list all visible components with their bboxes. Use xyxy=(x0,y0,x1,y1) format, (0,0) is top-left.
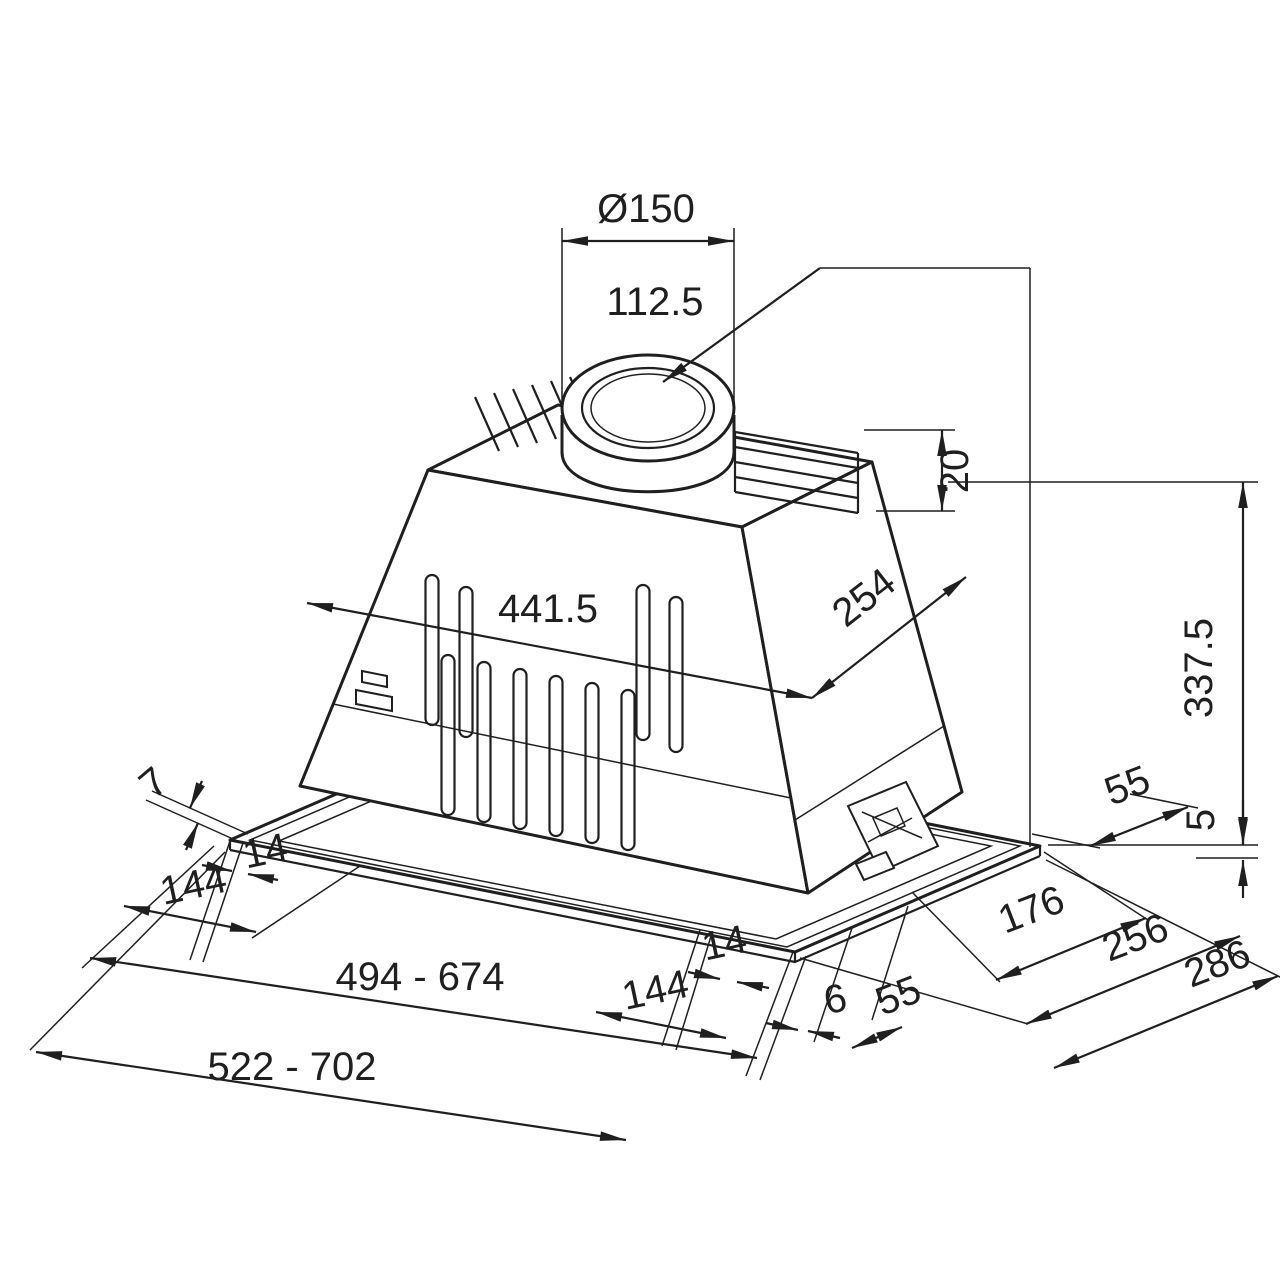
dim-body-depth-line xyxy=(811,576,967,699)
junction-box xyxy=(846,780,940,874)
dim-label-overall-width: 522 - 702 xyxy=(207,1045,376,1089)
dim-label-left-lip: 7 xyxy=(131,759,176,807)
dim-duct-offset-leader xyxy=(662,267,821,383)
junction-box-plate xyxy=(872,807,906,837)
dim-right-offset-line xyxy=(1089,805,1189,848)
dim-label-depth-total: 286 xyxy=(1178,931,1256,996)
dim-label-right-offset: 55 xyxy=(1099,757,1156,814)
dim-overall-width-line xyxy=(35,1050,627,1142)
dim-label-cutout-width: 494 - 674 xyxy=(335,955,504,999)
dim-label-front-gap: 6 xyxy=(820,975,851,1023)
dim-left-inset-small-arrow-left xyxy=(201,861,233,873)
dim-label-front-inset: 144 xyxy=(618,962,692,1019)
dim-label-filter-width: 441.5 xyxy=(498,587,598,631)
duct-collar xyxy=(560,353,736,494)
dim-depth-total-line xyxy=(1053,974,1279,1070)
dim-front-gap-arrow-left xyxy=(765,1019,799,1032)
dim-left-inset-small-arrow-right xyxy=(247,872,279,884)
dim-label-total-height: 337.5 xyxy=(1177,618,1221,718)
dim-front-inset-line xyxy=(595,1010,727,1040)
dim-label-front-offset: 55 xyxy=(870,967,927,1024)
dim-label-left-inset-small: 14 xyxy=(239,825,292,877)
junction-box-cross xyxy=(861,811,923,843)
dim-front-inset-small-arrow-left xyxy=(687,968,721,981)
dim-label-left-inset: 144 xyxy=(156,857,230,914)
dim-front-offset-line xyxy=(851,1025,903,1050)
dim-label-duct-diameter: Ø150 xyxy=(597,187,695,231)
louvers-right xyxy=(733,430,860,515)
flange-bottom-edge xyxy=(229,848,1041,964)
dim-label-front-inset-small: 14 xyxy=(698,917,751,969)
dim-left-inset-line xyxy=(123,904,257,934)
dim-label-depth-front: 176 xyxy=(992,877,1070,942)
dim-front-gap-arrow-right xyxy=(807,1029,841,1042)
dim-label-duct-offset: 112.5 xyxy=(606,280,703,324)
duct-opening xyxy=(590,373,706,443)
hood-body xyxy=(298,353,964,895)
dim-left-lip-arrow-bottom xyxy=(183,822,200,851)
dim-filter-width-line xyxy=(306,601,813,700)
dim-left-lip-arrow-top xyxy=(188,780,205,809)
dim-label-depth-mid: 256 xyxy=(1096,905,1174,970)
dim-label-collar-height: 20 xyxy=(933,449,977,494)
dim-front-inset-small-arrow-right xyxy=(736,980,770,992)
dim-cutout-width-line xyxy=(89,956,758,1060)
collar-inner-ring xyxy=(580,366,716,450)
dim-label-flange-height: 5 xyxy=(1179,809,1223,831)
collar-outer-ring xyxy=(560,353,736,463)
mounting-tab xyxy=(854,850,896,882)
right-crease xyxy=(794,725,945,821)
dimension-lines xyxy=(35,236,1279,1142)
